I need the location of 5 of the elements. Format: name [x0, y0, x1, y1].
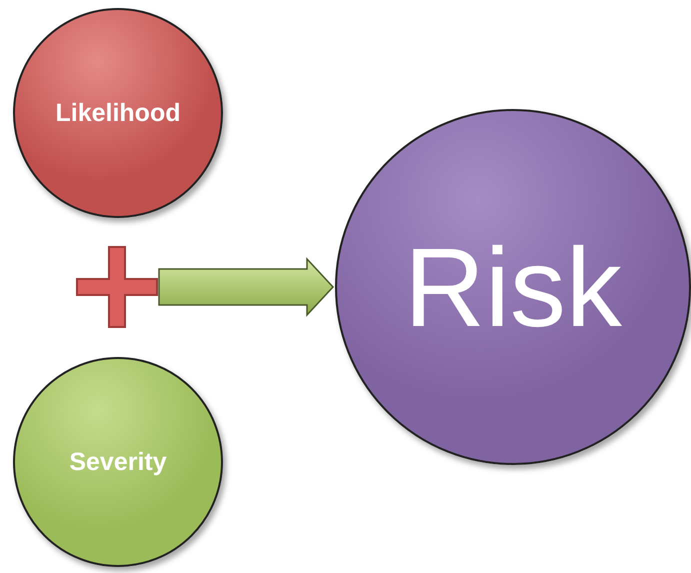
plus-sign — [76, 246, 158, 328]
circle-node: Likelihood — [13, 8, 223, 218]
arrow — [158, 257, 334, 317]
circle-node: Severity — [13, 357, 223, 567]
circle-node: Risk — [335, 109, 691, 465]
